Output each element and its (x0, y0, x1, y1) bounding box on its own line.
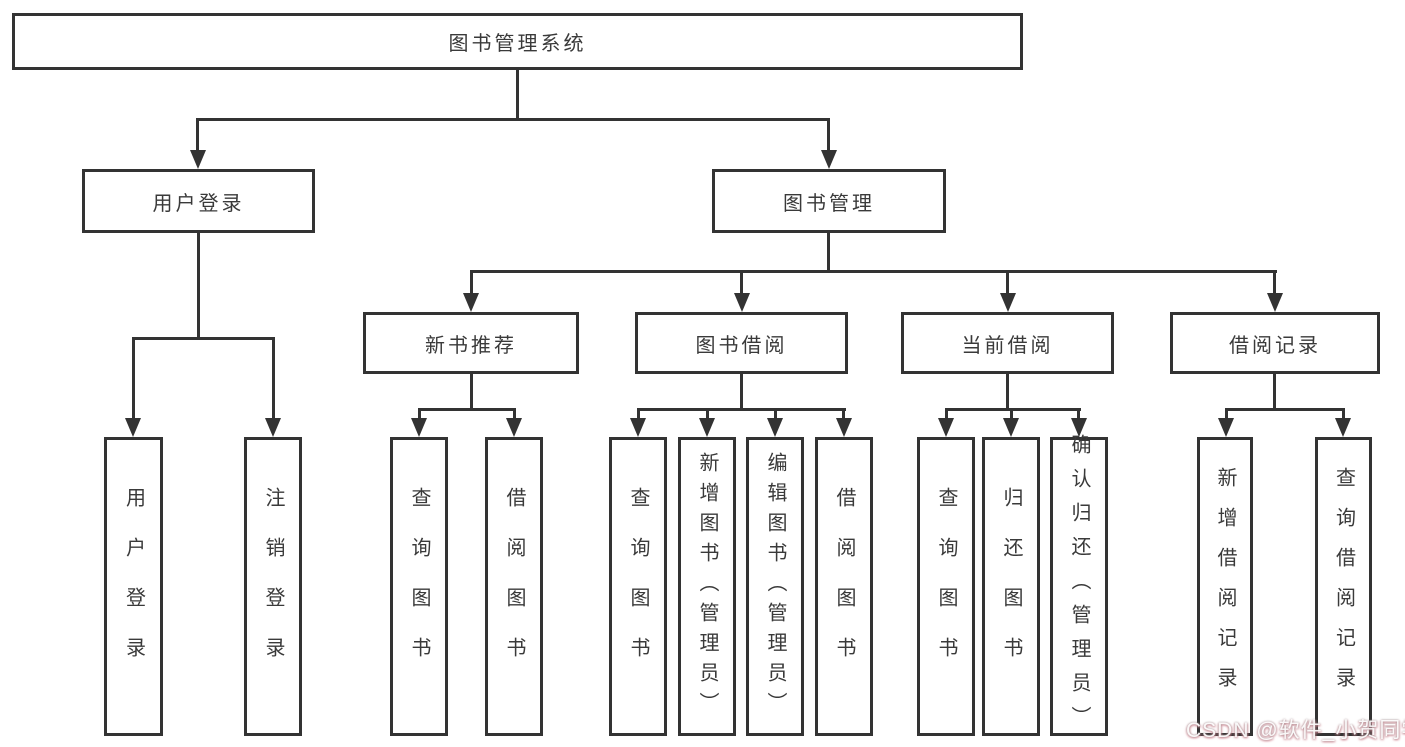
arrowhead-down-icon (1218, 418, 1234, 437)
connector-line (470, 374, 473, 408)
connector-line (1077, 408, 1080, 421)
node-root: 图书管理系统 (12, 13, 1023, 70)
connector-line (1225, 408, 1228, 421)
node-leaf-edit-books-admin: 编辑图书（管理员） (746, 437, 804, 736)
arrowhead-down-icon (836, 418, 852, 437)
node-book-borrowing: 图书借阅 (635, 312, 848, 374)
node-leaf-add-borrow-record: 新增借阅记录 (1197, 437, 1253, 736)
arrowhead-down-icon (1003, 418, 1019, 437)
connector-line (1225, 408, 1345, 411)
node-user-login: 用户登录 (82, 169, 315, 233)
connector-line (132, 337, 135, 421)
node-new-book-recommendation: 新书推荐 (363, 312, 579, 374)
connector-line (418, 408, 516, 411)
arrowhead-down-icon (411, 418, 427, 437)
node-label: 新书推荐 (425, 334, 517, 357)
node-label: 图书管理 (783, 192, 875, 215)
node-leaf-confirm-return-admin: 确认归还（管理员） (1050, 434, 1108, 740)
connector-line (197, 118, 830, 121)
connector-line (842, 408, 845, 421)
arrowhead-down-icon (125, 418, 141, 437)
connector-line (418, 408, 421, 421)
node-label: 借阅记录 (1229, 334, 1321, 357)
node-label: 新增图书（管理员） (696, 451, 718, 722)
node-label: 图书借阅 (695, 334, 788, 357)
node-leaf-query-borrow-record: 查询借阅记录 (1315, 437, 1372, 736)
connector-line (827, 118, 830, 154)
connector-line (1010, 408, 1013, 421)
node-root-label: 图书管理系统 (448, 33, 587, 55)
node-leaf-borrow-books-2: 借阅图书 (815, 437, 873, 736)
arrowhead-down-icon (463, 293, 479, 312)
connector-line (516, 69, 519, 118)
connector-line (1273, 374, 1276, 408)
node-label: 查询借阅记录 (1332, 466, 1355, 707)
node-leaf-logout: 注销登录 (244, 437, 302, 736)
arrowhead-down-icon (1267, 293, 1283, 312)
node-label: 新增借阅记录 (1214, 466, 1236, 707)
node-current-borrowing: 当前借阅 (901, 312, 1114, 374)
connector-line (740, 270, 743, 296)
node-leaf-query-books-2: 查询图书 (609, 437, 667, 736)
connector-line (196, 118, 199, 154)
connector-line (1342, 408, 1345, 421)
node-leaf-borrow-books-1: 借阅图书 (485, 437, 543, 736)
connector-line (1006, 374, 1009, 408)
arrowhead-down-icon (767, 418, 783, 437)
node-label: 确认归还（管理员） (1068, 433, 1090, 740)
connector-line (470, 270, 473, 296)
connector-line (132, 337, 275, 340)
node-leaf-query-books-1: 查询图书 (390, 437, 448, 736)
arrowhead-down-icon (190, 150, 206, 169)
connector-line (197, 233, 200, 337)
node-label: 编辑图书（管理员） (764, 451, 786, 722)
node-label: 查询图书 (935, 486, 957, 687)
node-leaf-return-books: 归还图书 (982, 437, 1040, 736)
node-label: 注销登录 (262, 486, 284, 687)
arrowhead-down-icon (265, 418, 281, 437)
connector-line (706, 408, 709, 421)
arrowhead-down-icon (734, 293, 750, 312)
node-label: 用户登录 (152, 192, 245, 215)
node-borrowing-records: 借阅记录 (1170, 312, 1380, 374)
arrowhead-down-icon (821, 150, 837, 169)
arrowhead-down-icon (1000, 293, 1016, 312)
node-book-management: 图书管理 (712, 169, 946, 233)
connector-line (513, 408, 516, 421)
connector-line (637, 408, 640, 421)
connector-line (945, 408, 1081, 411)
connector-line (1273, 270, 1276, 296)
connector-line (740, 374, 743, 408)
arrowhead-down-icon (1335, 418, 1351, 437)
connector-line (827, 233, 830, 270)
node-label: 用户登录 (122, 486, 145, 687)
node-label: 借阅图书 (503, 486, 525, 687)
node-leaf-user-login: 用户登录 (104, 437, 163, 736)
connector-line (637, 408, 846, 411)
connector-line (774, 408, 777, 421)
connector-line (1006, 270, 1009, 296)
arrowhead-down-icon (1071, 418, 1087, 437)
connector-line (272, 337, 275, 421)
arrowhead-down-icon (699, 418, 715, 437)
arrowhead-down-icon (506, 418, 522, 437)
arrowhead-down-icon (630, 418, 646, 437)
node-label: 查询图书 (627, 486, 649, 687)
node-label: 借阅图书 (833, 486, 855, 687)
node-label: 当前借阅 (961, 334, 1054, 357)
connector-line (945, 408, 948, 421)
node-label: 查询图书 (408, 486, 430, 687)
node-label: 归还图书 (1000, 486, 1022, 687)
arrowhead-down-icon (938, 418, 954, 437)
node-leaf-add-books-admin: 新增图书（管理员） (678, 437, 736, 736)
connector-line (470, 270, 1277, 273)
node-leaf-query-books-3: 查询图书 (917, 437, 975, 736)
watermark: CSDN @软件_小贺同学 (1186, 719, 1405, 742)
